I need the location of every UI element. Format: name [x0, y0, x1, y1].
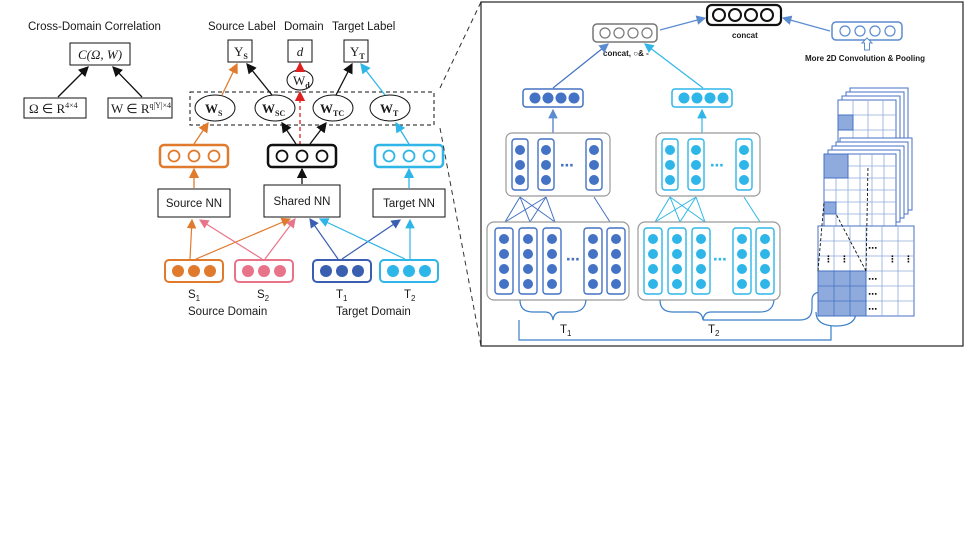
svg-text:⋮: ⋮ [888, 255, 897, 265]
bottom-braces: T1 T2 [518, 291, 857, 341]
concat-top-label: concat [732, 31, 758, 40]
ys-text: YS [234, 44, 248, 61]
correlation-formula: C(Ω, W) [78, 47, 122, 62]
t1-connections [504, 196, 611, 223]
svg-text:⋯: ⋯ [710, 158, 724, 174]
svg-text:⋯: ⋯ [560, 158, 574, 174]
wt-text: WT [380, 101, 399, 118]
source-domain-label: Source Domain [188, 306, 267, 318]
conv-layer2-t2: ⋯ [655, 132, 761, 197]
pooled-vectors [522, 88, 733, 108]
left-concat: concat, ○& - [592, 23, 658, 58]
weights-box [189, 91, 435, 126]
target-label-title: Target Label [332, 21, 395, 33]
input-vectors [164, 259, 439, 283]
w-box [107, 97, 173, 119]
cross-domain-section: Cross-Domain Correlation C(Ω, W) Ω ∈ R4×… [23, 21, 173, 119]
conv-layer2-t1: ⋯ [505, 132, 611, 197]
correlation-box [69, 42, 131, 66]
wd-text: Wd [293, 73, 310, 90]
conv-layer1-t2: ⋯ [637, 221, 781, 301]
yt-text: YT [350, 44, 365, 61]
input-labels: S1 S2 T1 T2 Source Domain Target Domain [188, 289, 416, 318]
conv-layer1-t1: ⋯ [486, 221, 630, 301]
s1-label: S1 [188, 289, 201, 303]
domain-title: Domain [284, 21, 324, 33]
svg-text:⋯: ⋯ [868, 305, 877, 315]
nn-boxes: Source NN Shared NN Target NN [157, 184, 446, 218]
feature-maps: ⋯ ⋯ ⋯ ⋯ ⋮ ⋮ ⋮ ⋮ [817, 87, 915, 317]
shared-nn-label: Shared NN [274, 196, 331, 208]
wsc-text: WSC [262, 101, 285, 118]
weight-nodes: WS WSC WTC WT [194, 94, 411, 122]
yt-box [343, 39, 369, 63]
svg-text:⋮: ⋮ [840, 255, 849, 265]
svg-text:⋯: ⋯ [868, 244, 877, 254]
top-concat: concat [705, 3, 783, 40]
ws-text: WS [205, 101, 223, 118]
svg-text:⋮: ⋮ [904, 255, 913, 265]
svg-text:⋯: ⋯ [868, 275, 877, 285]
t2-label: T2 [404, 289, 416, 303]
svg-text:⋯: ⋯ [713, 252, 727, 268]
target-domain-label: Target Domain [336, 306, 411, 318]
concat-left-label: concat, ○& - [603, 49, 649, 58]
t2-connections [654, 196, 761, 223]
svg-text:⋯: ⋯ [868, 290, 877, 300]
omega-text: Ω ∈ R4×4 [29, 101, 78, 116]
s2-label: S2 [257, 289, 270, 303]
target-nn-label: Target NN [383, 198, 435, 210]
svg-text:⋮: ⋮ [824, 255, 833, 265]
hidden-layers [158, 143, 445, 169]
ys-box [227, 39, 253, 63]
cross-domain-title: Cross-Domain Correlation [28, 21, 161, 33]
more-conv-label: More 2D Convolution & Pooling [805, 54, 925, 63]
source-nn-label: Source NN [166, 198, 222, 210]
label-section: Source Label Domain Target Label YS d YT… [208, 21, 395, 91]
omega-box [23, 97, 87, 119]
w-text: W ∈ Rq|Y|×4 [111, 101, 171, 116]
t1-panel-label: T1 [560, 324, 572, 338]
right-concat: More 2D Convolution & Pooling [805, 21, 925, 63]
t1-label: T1 [336, 289, 348, 303]
svg-text:⋯: ⋯ [566, 252, 580, 268]
t2-panel-label: T2 [708, 324, 720, 338]
d-text: d [297, 44, 304, 59]
wtc-text: WTC [320, 101, 344, 118]
source-label-title: Source Label [208, 21, 276, 33]
